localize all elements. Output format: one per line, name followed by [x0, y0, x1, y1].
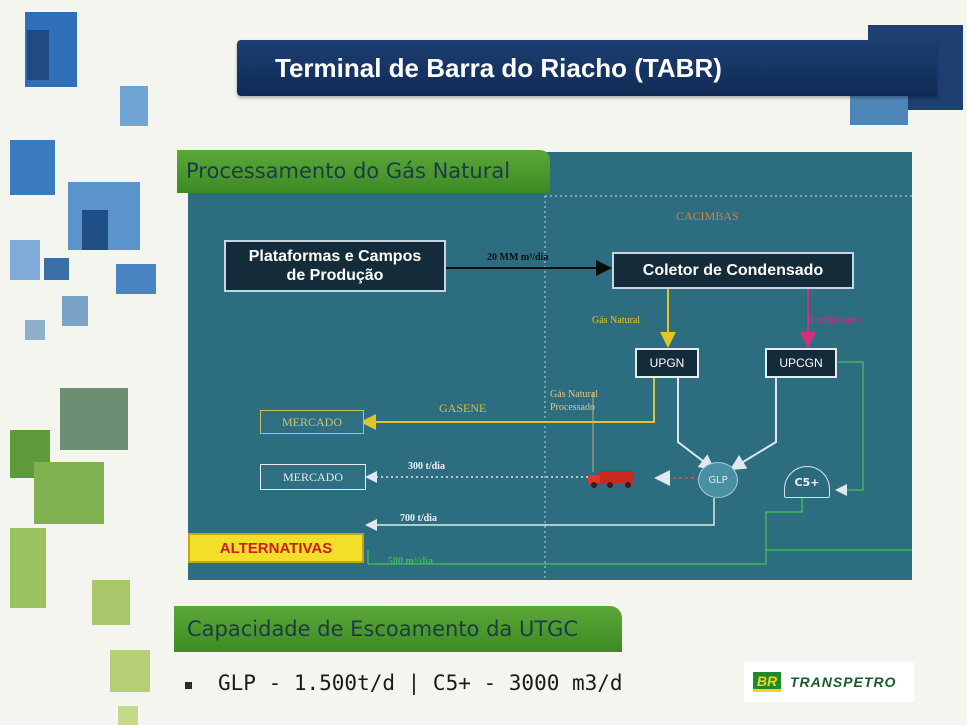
glp-node: GLP: [698, 462, 738, 498]
c5-node: C5+: [784, 466, 830, 498]
flow-rate-label: 20 MM m³/dia: [487, 252, 549, 263]
transpetro-logo: BR TRANSPETRO: [744, 662, 914, 702]
logo-name: TRANSPETRO: [790, 674, 897, 690]
section-heading-bar: [177, 150, 550, 193]
slide-title: Terminal de Barra do Riacho (TABR): [275, 53, 722, 83]
gasene-label: GASENE: [439, 401, 487, 415]
rate-700-label: 700 t/dia: [400, 513, 437, 524]
rate-300-label: 300 t/dia: [408, 461, 445, 472]
collector-box: Coletor de Condensado: [612, 252, 854, 289]
condensate-label: Condensado: [810, 315, 860, 326]
process-diagram: CACIMBAS Plataformas e Campos de Produçã…: [188, 152, 912, 580]
capacity-heading: Capacidade de Escoamento da UTGC: [187, 617, 579, 641]
alternatives-box: ALTERNATIVAS: [188, 533, 364, 563]
region-label: CACIMBAS: [676, 209, 739, 223]
platforms-box: Plataformas e Campos de Produção: [224, 240, 446, 292]
diagram-connectors: [360, 195, 912, 580]
truck-icon: [588, 471, 634, 488]
capacity-heading-bar: [174, 606, 622, 652]
processed-gas-label: Gás Natural Processado: [550, 389, 599, 413]
upgn-box: UPGN: [635, 348, 699, 378]
capacity-bullet: GLP - 1.500t/d | C5+ - 3000 m3/d: [218, 671, 623, 695]
br-logo-icon: BR: [753, 672, 781, 692]
bullet-marker: [185, 682, 192, 689]
market-box-2: MERCADO: [260, 464, 366, 490]
bottom-rate-label: 500 m³/dia: [388, 556, 433, 567]
market-box-1: MERCADO: [260, 410, 364, 434]
title-bar: [237, 40, 937, 96]
natural-gas-label: Gás Natural: [592, 315, 641, 326]
upcgn-box: UPCGN: [765, 348, 837, 378]
section-heading: Processamento do Gás Natural: [186, 159, 511, 183]
